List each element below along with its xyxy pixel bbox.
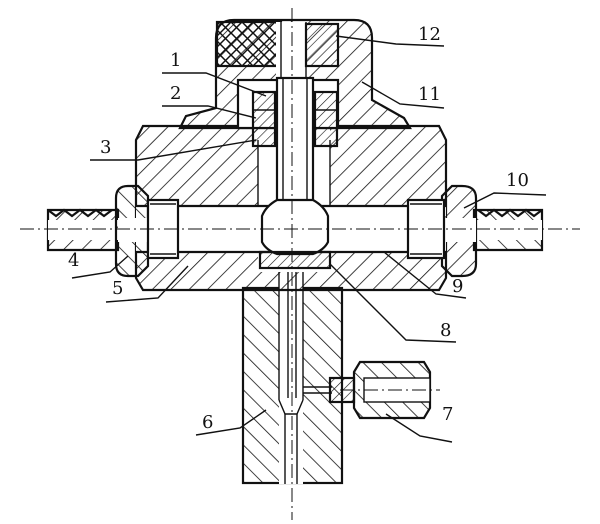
label-9: 9	[452, 276, 463, 297]
part-labels: 1 2 3 4 5 6 7 8 9 10 11 12	[68, 24, 529, 433]
label-3: 3	[100, 137, 111, 158]
spring-seal	[251, 90, 339, 148]
label-10: 10	[506, 170, 529, 191]
label-4: 4	[68, 250, 79, 271]
valve-stem	[258, 76, 332, 270]
label-2: 2	[170, 83, 181, 104]
label-5: 5	[112, 278, 123, 299]
label-7: 7	[442, 404, 453, 425]
label-12: 12	[418, 24, 441, 45]
leader-lines	[71, 35, 547, 443]
label-8: 8	[440, 320, 451, 341]
left-fitting	[46, 184, 180, 278]
label-11: 11	[418, 84, 441, 105]
centre-lines	[20, 8, 580, 520]
label-6: 6	[202, 412, 213, 433]
label-1: 1	[170, 50, 181, 71]
